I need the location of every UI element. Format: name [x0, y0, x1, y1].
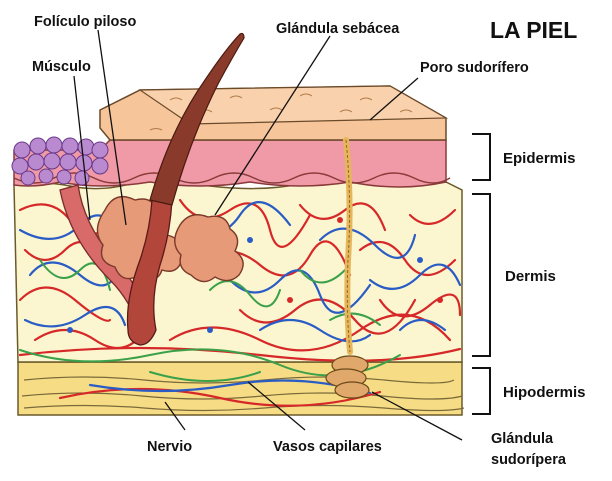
hipodermis-bracket: [472, 368, 490, 414]
diagram-title: LA PIEL: [490, 17, 577, 43]
label-hipodermis: Hipodermis: [503, 384, 586, 401]
label-poro-sudorifero: Poro sudorífero: [420, 60, 529, 76]
label-glandula-sudoripara-line1: Glándula: [491, 431, 554, 447]
label-glandula-sudoripara-line2: sudorípera: [491, 452, 567, 468]
label-musculo: Músculo: [32, 59, 91, 75]
label-foliculo-piloso: Folículo piloso: [34, 14, 136, 30]
label-vasos-capilares: Vasos capilares: [273, 439, 382, 455]
dermis-bracket: [472, 194, 490, 356]
layer-brackets: [472, 134, 490, 414]
label-epidermis: Epidermis: [503, 150, 576, 167]
label-glandula-sebacea: Glándula sebácea: [276, 21, 400, 37]
hypodermis-layer: [18, 362, 462, 415]
label-nervio: Nervio: [147, 439, 192, 455]
label-dermis: Dermis: [505, 268, 556, 285]
epidermis-bracket: [472, 134, 490, 180]
